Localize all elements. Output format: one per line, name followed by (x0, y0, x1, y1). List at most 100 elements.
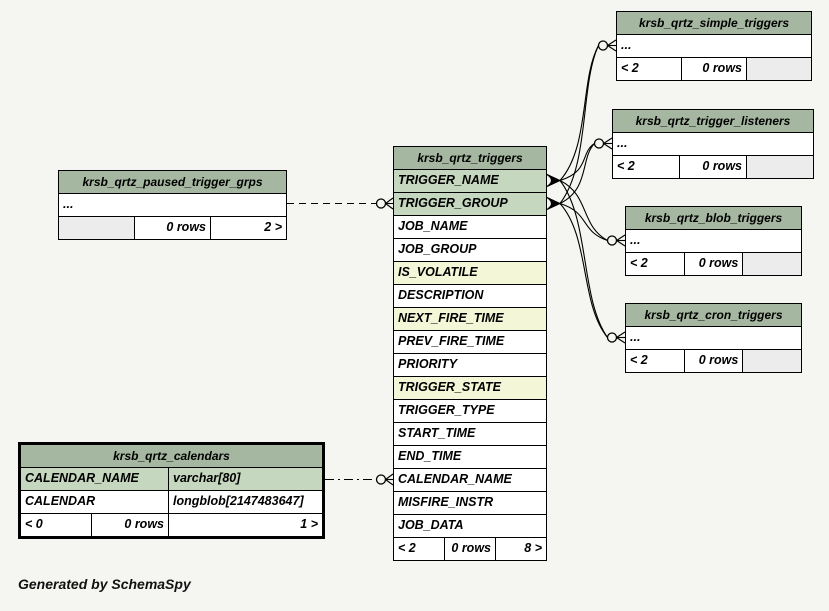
row-count: 0 rows (683, 350, 743, 372)
pager-prev: < 2 (626, 350, 684, 372)
column-row: TRIGGER_TYPE (394, 400, 546, 423)
column-name: TRIGGER_GROUP (398, 196, 508, 210)
crowfoot-leg (616, 240, 626, 247)
column-name: START_TIME (398, 426, 476, 440)
fk-curve (559, 202, 608, 242)
fk-curve (559, 143, 595, 204)
column-name: JOB_DATA (398, 518, 464, 532)
column-name: MISFIRE_INSTR (398, 495, 494, 509)
column-row: TRIGGER_GROUP (394, 193, 546, 216)
fk-curve (559, 45, 599, 181)
column-type: longblob[2147483647] (168, 491, 322, 513)
pager-next: 1 > (168, 514, 322, 536)
column-row: END_TIME (394, 446, 546, 469)
column-row: JOB_DATA (394, 515, 546, 538)
table-header[interactable]: krsb_qrtz_triggers (394, 147, 546, 170)
zero-or-one-circle (375, 198, 387, 209)
column-row: ... (626, 230, 801, 253)
pager-next (742, 350, 802, 372)
column-name: ... (617, 136, 628, 150)
row-count: 0 rows (681, 58, 746, 80)
column-name: JOB_NAME (398, 219, 468, 233)
table-header[interactable]: krsb_qrtz_blob_triggers (626, 207, 801, 230)
crowfoot-leg (616, 331, 626, 338)
pager-prev: < 2 (394, 538, 444, 560)
crowfoot-dart (546, 197, 562, 210)
column-type: varchar[80] (168, 468, 322, 490)
table-header[interactable]: krsb_qrtz_trigger_listeners (613, 110, 813, 133)
row-count: 0 rows (444, 538, 495, 560)
pager-next (746, 58, 811, 80)
pager-prev (59, 217, 134, 239)
table-header[interactable]: krsb_qrtz_paused_trigger_grps (59, 171, 286, 194)
crowfoot-leg (607, 39, 617, 46)
crowfoot-dart (546, 174, 562, 187)
fk-curve (559, 45, 599, 204)
column-name: JOB_GROUP (398, 242, 477, 256)
column-name: DESCRIPTION (398, 288, 484, 302)
column-name: TRIGGER_STATE (398, 380, 502, 394)
column-row: DESCRIPTION (394, 285, 546, 308)
pager-next: 8 > (495, 538, 546, 560)
table-header[interactable]: krsb_qrtz_calendars (21, 445, 322, 468)
column-row: CALENDAR_NAME varchar[80] (21, 468, 322, 491)
column-name: PRIORITY (398, 357, 458, 371)
column-name: PREV_FIRE_TIME (398, 334, 505, 348)
column-name: ... (63, 197, 74, 211)
column-name: TRIGGER_TYPE (398, 403, 495, 417)
pager-prev: < 2 (613, 156, 679, 178)
crowfoot-leg (603, 143, 613, 150)
column-row: JOB_GROUP (394, 239, 546, 262)
zero-or-one-circle (606, 235, 618, 246)
fk-curve (559, 180, 608, 338)
fk-curve (559, 143, 595, 182)
row-count: 0 rows (683, 253, 743, 275)
generated-by-note: Generated by SchemaSpy (18, 576, 191, 592)
column-name: CALENDAR (25, 494, 96, 508)
column-row: ... (59, 194, 286, 217)
table-header[interactable]: krsb_qrtz_cron_triggers (626, 304, 801, 327)
column-row: ... (613, 133, 813, 156)
zero-or-one-circle (597, 40, 609, 51)
crowfoot-leg (603, 137, 613, 144)
column-row: JOB_NAME (394, 216, 546, 239)
column-row: TRIGGER_STATE (394, 377, 546, 400)
pager-prev: < 0 (21, 514, 91, 536)
column-row: ... (626, 327, 801, 350)
crowfoot-leg (385, 203, 394, 210)
column-row: TRIGGER_NAME (394, 170, 546, 193)
column-row: START_TIME (394, 423, 546, 446)
column-name: CALENDAR_NAME (25, 471, 139, 485)
zero-or-one-circle (593, 138, 605, 149)
column-name: ... (630, 233, 641, 247)
column-name: END_TIME (398, 449, 462, 463)
column-row: PREV_FIRE_TIME (394, 331, 546, 354)
column-name: ... (630, 330, 641, 344)
crowfoot-leg (385, 197, 394, 204)
column-row: IS_VOLATILE (394, 262, 546, 285)
column-name: TRIGGER_NAME (398, 173, 499, 187)
column-name: ... (621, 38, 632, 52)
column-row: PRIORITY (394, 354, 546, 377)
zero-or-one-circle (375, 474, 387, 485)
pager-next (746, 156, 813, 178)
table-header[interactable]: krsb_qrtz_simple_triggers (617, 12, 811, 35)
fk-curve (559, 180, 608, 241)
column-row: MISFIRE_INSTR (394, 492, 546, 515)
crowfoot-leg (385, 479, 394, 486)
column-row: CALENDAR_NAME (394, 469, 546, 492)
column-name: IS_VOLATILE (398, 265, 478, 279)
pager-next (742, 253, 802, 275)
